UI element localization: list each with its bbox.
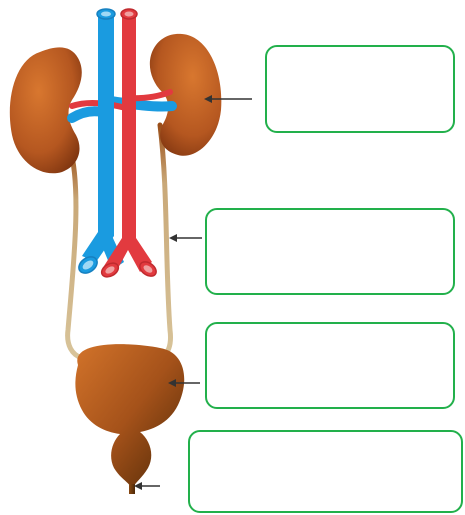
urethra (129, 484, 135, 494)
bladder-label-box[interactable] (205, 322, 455, 409)
kidney-label-box[interactable] (265, 45, 455, 133)
renal-vein-left (72, 111, 102, 118)
urethra-label-box[interactable] (188, 430, 463, 513)
bladder (75, 344, 184, 486)
ureter-pointer-arrow (169, 234, 202, 242)
kidney-pointer-arrow (204, 95, 252, 103)
right-ureter (160, 125, 171, 358)
ureter-label-box[interactable] (205, 208, 455, 295)
left-ureter (68, 148, 82, 358)
vena-cava-top-lumen (101, 12, 111, 17)
aorta-top-lumen (125, 12, 134, 17)
urethra-pointer-arrow (134, 482, 160, 490)
vena-cava (82, 14, 114, 262)
left-kidney (10, 47, 82, 173)
